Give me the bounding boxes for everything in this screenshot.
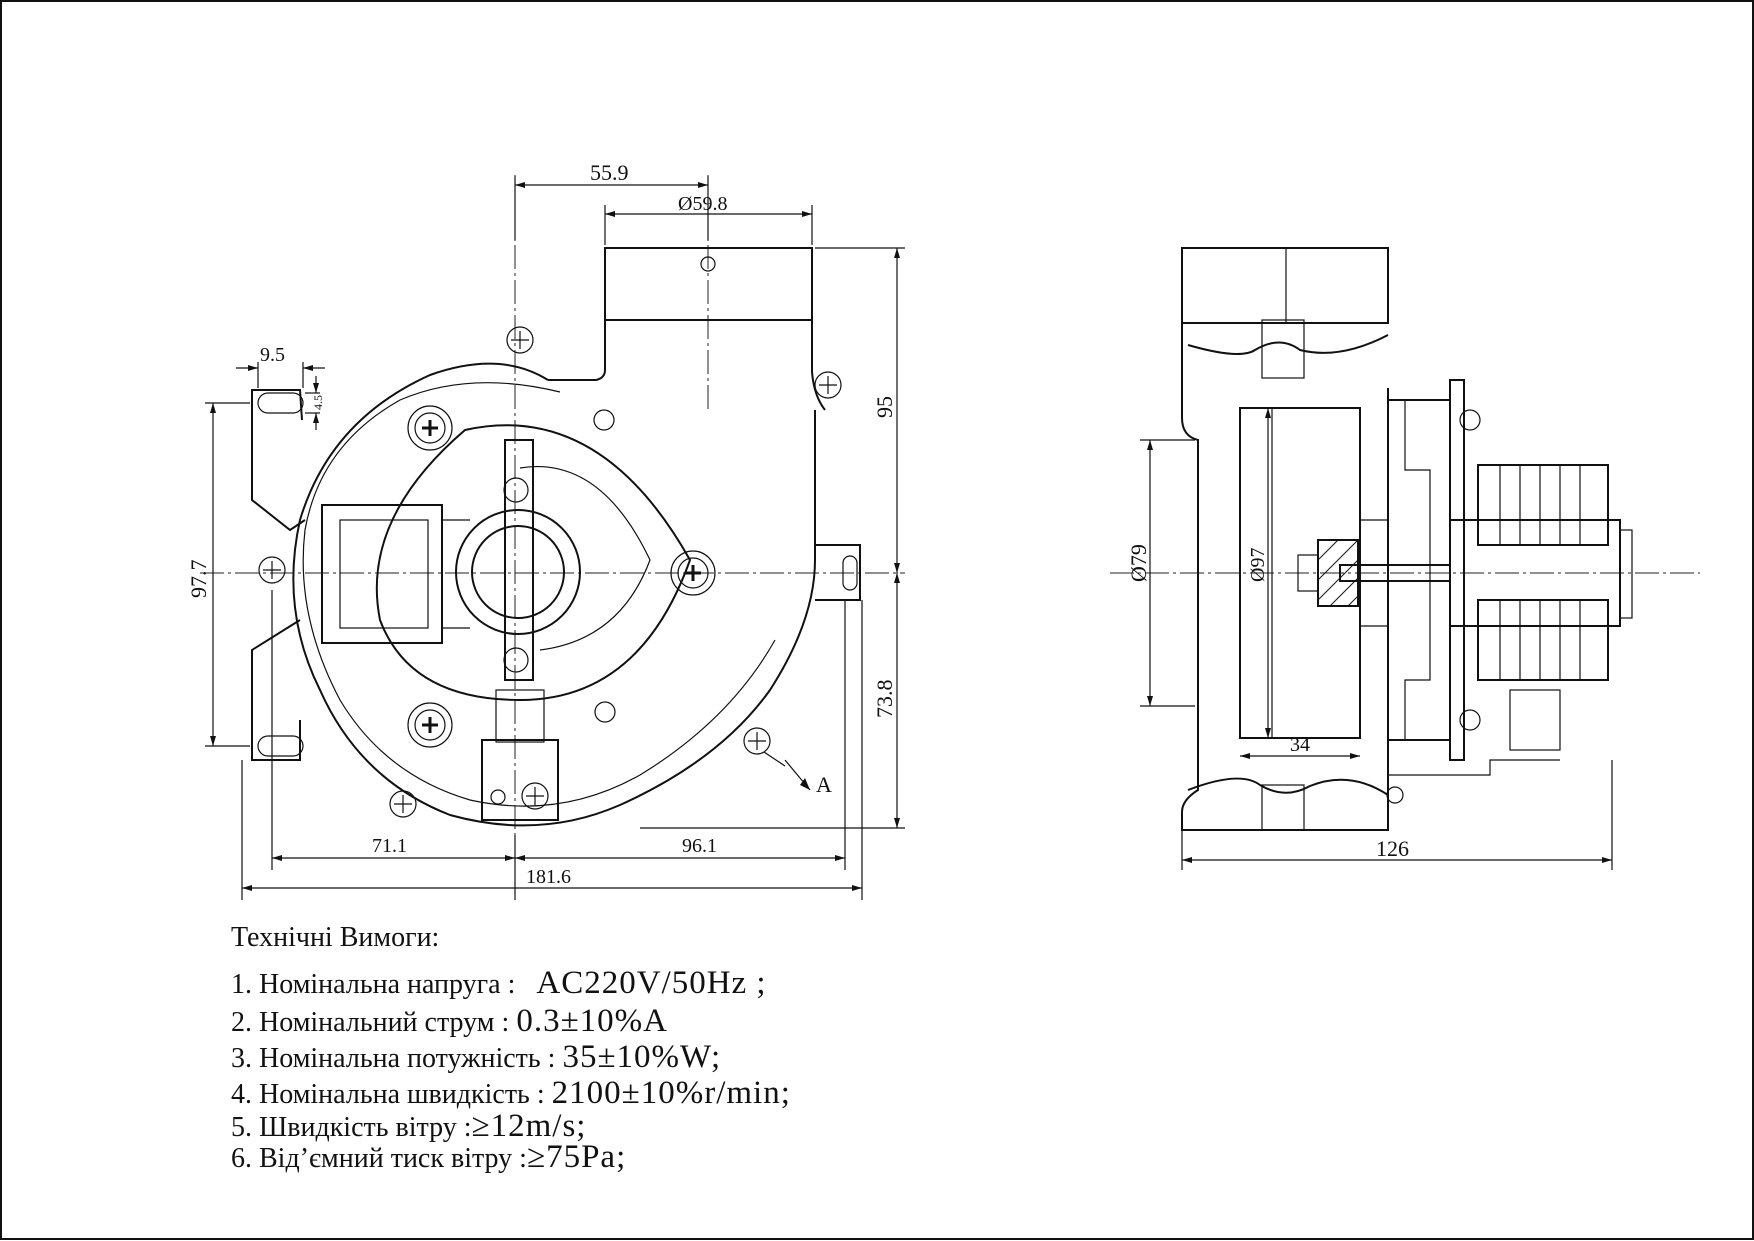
technical-requirements: Технічні Вимоги: 1. Номінальна напруга :… — [231, 922, 791, 1175]
spec-title: Технічні Вимоги: — [231, 922, 439, 953]
dim-96-1: 96.1 — [682, 835, 717, 857]
spec-value-2: 0.3±10%A — [516, 1003, 668, 1039]
dim-97-7: 97.7 — [186, 560, 211, 599]
spec-label-3: 3. Номінальна потужність : — [231, 1043, 562, 1074]
spec-label-6: 6. Від’ємний тиск вітру : — [231, 1143, 527, 1174]
dim-126: 126 — [1376, 836, 1409, 861]
dim-9-5: 9.5 — [260, 344, 285, 366]
spec-value-1: AC220V/50Hz ; — [536, 965, 766, 1001]
spec-label-5: 5. Швидкість вітру : — [231, 1112, 472, 1143]
spec-value-6: ≥75Pa; — [527, 1139, 626, 1175]
dim-55-9: 55.9 — [590, 160, 629, 185]
spec-value-3: 35±10%W; — [562, 1039, 721, 1075]
section-mark-a: A — [816, 772, 832, 797]
spec-label-1: 1. Номінальна напруга : — [231, 969, 522, 1000]
spec-item-5: 5. Швидкість вітру :≥12m/s; — [231, 1108, 586, 1144]
dim-dia-97: Ø97 — [1247, 548, 1269, 582]
spec-item-3: 3. Номінальна потужність : 35±10%W; — [231, 1039, 721, 1075]
spec-label-4: 4. Номінальна швидкість : — [231, 1079, 552, 1110]
dim-4-5: 4.5 — [311, 395, 325, 410]
spec-value-4: 2100±10%r/min; — [552, 1075, 791, 1111]
dim-73-8: 73.8 — [872, 680, 897, 719]
dim-181-6: 181.6 — [526, 866, 571, 888]
spec-item-1: 1. Номінальна напруга : AC220V/50Hz ; — [231, 965, 767, 1001]
dim-dia-59-8: Ø59.8 — [678, 193, 727, 215]
spec-item-2: 2. Номінальний струм : 0.3±10%A — [231, 1003, 668, 1039]
dim-95: 95 — [872, 396, 897, 418]
dim-dia-79: Ø79 — [1126, 544, 1151, 582]
dim-34: 34 — [1290, 734, 1310, 756]
spec-value-5: ≥12m/s; — [472, 1108, 587, 1144]
dim-71-1: 71.1 — [372, 835, 407, 857]
spec-item-4: 4. Номінальна швидкість : 2100±10%r/min; — [231, 1075, 791, 1111]
spec-item-6: 6. Від’ємний тиск вітру :≥75Pa; — [231, 1139, 626, 1175]
spec-label-2: 2. Номінальний струм : — [231, 1007, 516, 1038]
front-view: A 55.9 Ø59.8 9.5 4.5 97.7 95 — [186, 160, 905, 900]
side-view: Ø79 Ø97 34 126 — [1110, 247, 1700, 870]
